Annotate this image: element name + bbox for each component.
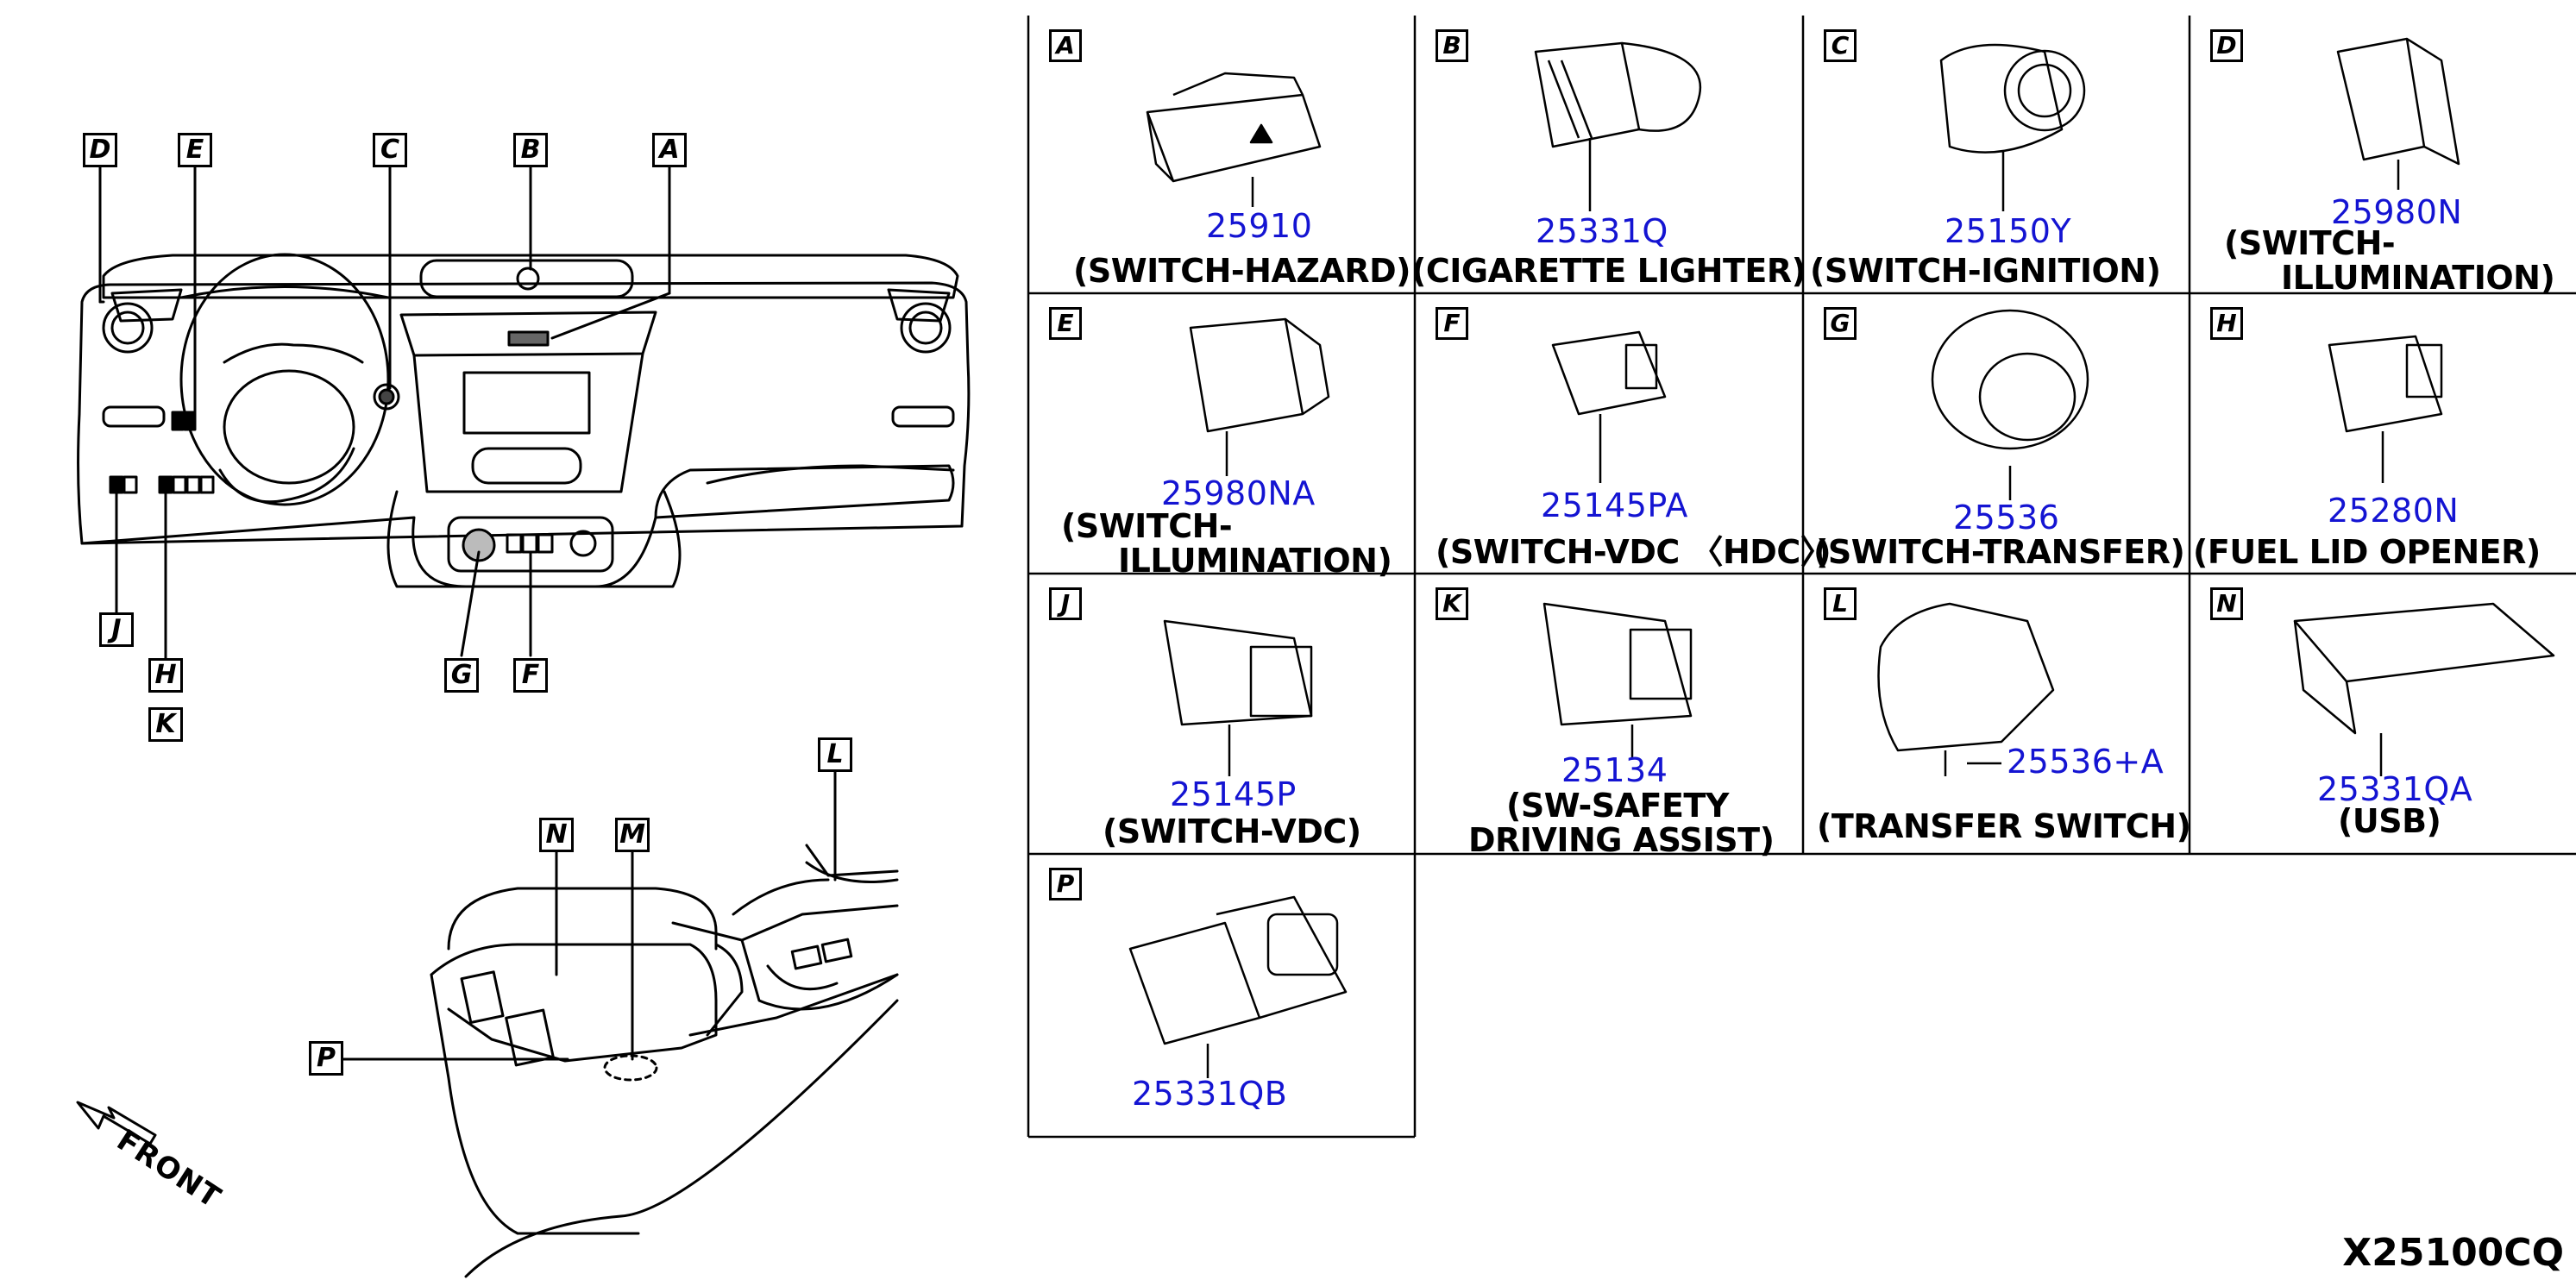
callout-n: N xyxy=(539,818,574,852)
part-number: 25150Y xyxy=(1945,212,2072,250)
part-letter: J xyxy=(1049,587,1082,620)
callout-g: G xyxy=(444,658,479,693)
part-name-safety-driving-assist: (SW-SAFETY DRIVING ASSIST) xyxy=(1468,787,1775,859)
part-name-illumination-e: (SWITCH- ILLUMINATION) xyxy=(1061,507,1392,580)
callout-e: E xyxy=(178,133,212,167)
callout-d: D xyxy=(83,133,117,167)
callout-k: K xyxy=(148,707,183,742)
part-name-ignition: (SWITCH-IGNITION) xyxy=(1810,252,2161,290)
part-number: 25331Q xyxy=(1536,212,1668,250)
part-letter: N xyxy=(2210,587,2243,620)
part-cell-n: N 25331QA xyxy=(2190,574,2576,854)
part-name-cigarette-lighter: (CIGARETTE LIGHTER) xyxy=(1411,252,1806,290)
part-number: 25536+A xyxy=(2007,743,2164,781)
part-number: 25145P xyxy=(1170,775,1297,813)
callout-l: L xyxy=(818,737,852,772)
part-cell-b: B 25331Q xyxy=(1415,16,1803,293)
part-name-hazard: (SWITCH-HAZARD) xyxy=(1073,252,1411,290)
part-letter: E xyxy=(1049,307,1082,340)
part-number: 25331QB xyxy=(1132,1075,1288,1113)
diagram-code: X25100CQ xyxy=(2342,1231,2564,1275)
part-cell-l: L 25536+A xyxy=(1803,574,2190,854)
part-name-fuel-lid-opener: (FUEL LID OPENER) xyxy=(2193,533,2541,571)
part-cell-d: D 25980N xyxy=(2190,16,2576,293)
callout-b: B xyxy=(513,133,548,167)
part-number: 25910 xyxy=(1206,207,1313,245)
part-cell-h: H 25280N xyxy=(2190,293,2576,574)
part-number: 25145PA xyxy=(1541,486,1688,524)
part-letter: K xyxy=(1436,587,1468,620)
part-name-transfer: (SWITCH-TRANSFER) xyxy=(1813,533,2185,571)
part-letter: L xyxy=(1824,587,1857,620)
part-cell-a: A 25910 xyxy=(1028,16,1415,293)
part-letter: C xyxy=(1824,29,1857,62)
part-letter: F xyxy=(1436,307,1468,340)
part-number: 25980NA xyxy=(1161,474,1316,512)
part-number: 25536 xyxy=(1953,499,2060,536)
callout-j: J xyxy=(99,612,134,647)
part-number: 25280N xyxy=(2328,492,2460,530)
part-letter: B xyxy=(1436,29,1468,62)
part-name-transfer-switch: (TRANSFER SWITCH) xyxy=(1817,807,2191,845)
part-cell-c: C 25150Y xyxy=(1803,16,2190,293)
part-cell-p: P 25331QB xyxy=(1028,854,1415,1137)
part-cell-g: G 25536 xyxy=(1803,293,2190,574)
callout-a: A xyxy=(652,133,687,167)
part-letter: D xyxy=(2210,29,2243,62)
part-name-vdc: (SWITCH-VDC) xyxy=(1103,813,1361,850)
callout-m: M xyxy=(615,818,650,852)
part-name-usb: (USB) xyxy=(2338,802,2441,840)
part-number: 25331QA xyxy=(2317,770,2473,808)
callout-h: H xyxy=(148,658,183,693)
part-letter: A xyxy=(1049,29,1082,62)
callout-c: C xyxy=(373,133,407,167)
part-letter: P xyxy=(1049,868,1082,900)
part-cell-e: E 25980NA xyxy=(1028,293,1415,574)
dashboard-illustration xyxy=(76,164,971,1278)
part-letter: H xyxy=(2210,307,2243,340)
part-letter: G xyxy=(1824,307,1857,340)
callout-f: F xyxy=(513,658,548,693)
part-name-illumination-d: (SWITCH- ILLUMINATION) xyxy=(2224,224,2555,297)
part-name-vdc-hdc: (SWITCH-VDC 〈HDC〉) xyxy=(1436,533,1831,571)
part-cell-f: F 25145PA xyxy=(1415,293,1803,574)
callout-p: P xyxy=(309,1041,343,1076)
part-cell-k: K 25134 xyxy=(1415,574,1803,854)
part-number: 25980N xyxy=(2331,193,2463,231)
part-number: 25134 xyxy=(1561,751,1668,789)
part-cell-j: J 25145P xyxy=(1028,574,1415,854)
